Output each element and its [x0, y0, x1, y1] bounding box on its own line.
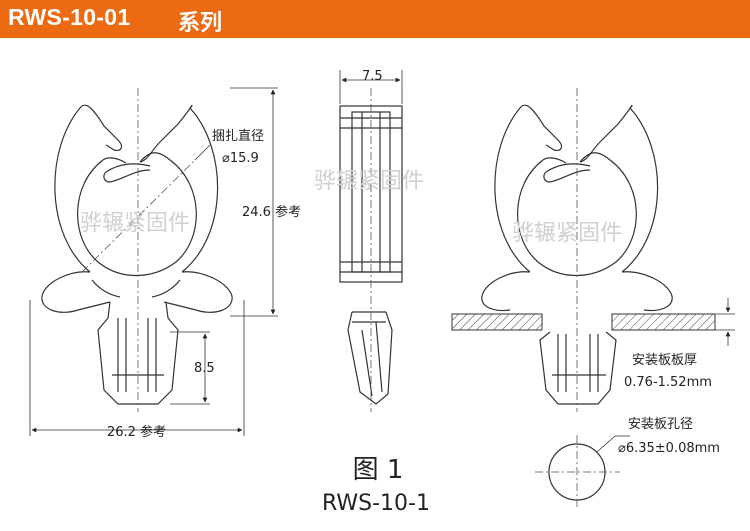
- front-view-centerlines: [81, 88, 196, 412]
- watermark-side: 骅辗紧固件: [314, 169, 424, 194]
- hole-centerlines: [535, 435, 620, 510]
- bundle-diameter-value: ⌀15.9: [222, 151, 259, 166]
- panel-thickness-label: 安装板板厚: [632, 353, 697, 368]
- bundle-diameter-label: 捆扎直径: [212, 129, 264, 144]
- hole-diameter-value: ⌀6.35±0.08mm: [618, 441, 720, 456]
- title-bar: RWS-10-01 系列: [0, 0, 750, 38]
- base-width-dimension: 26.2 参考: [107, 424, 166, 440]
- model-title: RWS-10-01: [8, 4, 131, 30]
- mounted-view: [481, 104, 673, 405]
- watermark-front: 骅辗紧固件: [80, 211, 190, 236]
- stem-height-dimension: 8.5: [194, 361, 215, 376]
- figure-part-number: RWS-10-1: [322, 491, 430, 516]
- height-dimension: 24.6 参考: [242, 204, 301, 220]
- dimension-lines: [29, 70, 735, 453]
- front-view: [41, 104, 233, 405]
- mounting-panel: [451, 313, 716, 331]
- figure-caption: 图 1: [353, 455, 404, 485]
- watermark-mounted: 骅辗紧固件: [512, 221, 622, 246]
- top-width-dimension: 7.5: [362, 69, 383, 84]
- hole-diameter-label: 安装板孔径: [628, 417, 693, 432]
- panel-thickness-value: 0.76-1.52mm: [624, 375, 712, 390]
- series-title: 系列: [178, 11, 223, 36]
